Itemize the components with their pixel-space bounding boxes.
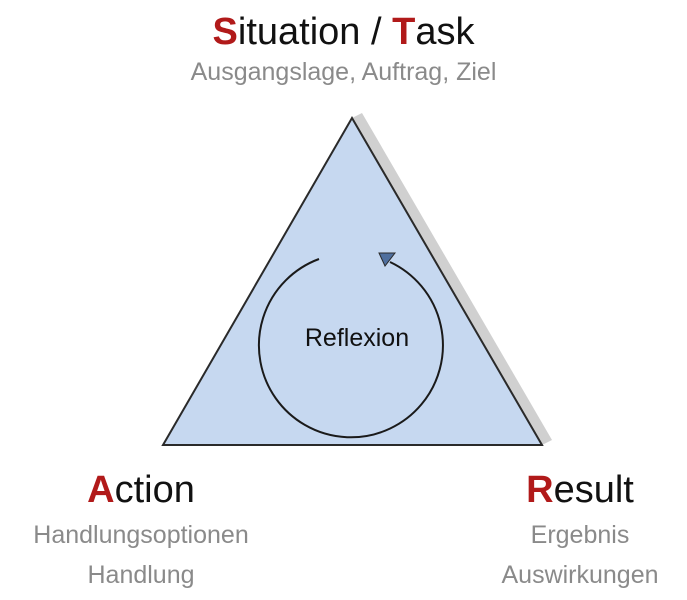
situation-initial: S [212,11,238,53]
action-title: Action [0,468,282,512]
result-subtitle-line1: Ergebnis [530,521,630,549]
situation-task-title: Situation / Task [0,10,687,54]
result-initial: R [526,469,554,511]
result-subtitle-line2: Auswirkungen [501,561,659,589]
result-rest: esult [553,469,634,511]
triangle [161,116,544,446]
action-subtitle-line1: Handlungsoptionen [33,521,249,549]
action-block: Action Handlungsoptionen Handlung [0,468,282,592]
result-title: Result [480,468,680,512]
situation-rest: ituation / [237,11,393,53]
reflexion-cycle-arrow [257,258,444,439]
task-initial: T [392,11,416,53]
situation-task-block: Situation / Task Ausgangslage, Auftrag, … [0,10,687,88]
reflexion-label: Reflexion [304,324,410,352]
triangle-shadow [352,113,552,445]
situation-task-subtitle: Ausgangslage, Auftrag, Ziel [190,58,497,86]
result-block: Result Ergebnis Auswirkungen [480,468,680,592]
task-rest: ask [415,11,475,53]
action-rest: ction [114,469,195,511]
action-subtitle-line2: Handlung [87,561,195,589]
action-initial: A [87,469,115,511]
reflexion-arrowhead [378,252,397,267]
